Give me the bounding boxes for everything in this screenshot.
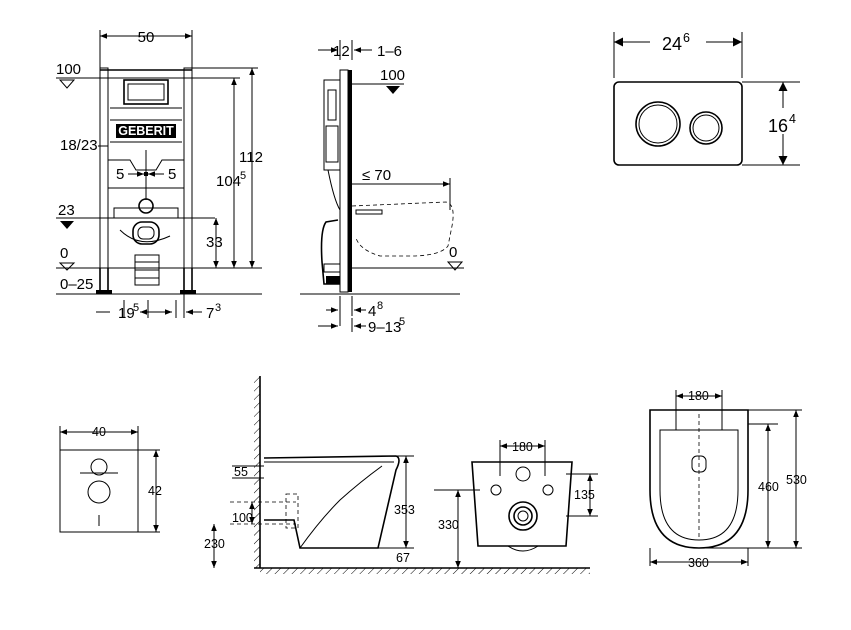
geberit-badge xyxy=(116,124,176,138)
toilet-pan-outline xyxy=(351,201,454,257)
flush-button-large xyxy=(635,101,681,147)
pad xyxy=(59,449,139,533)
flush-plate-view: 24 6 16 4 xyxy=(613,31,804,166)
range-0-25-label: 0–25 xyxy=(60,276,93,293)
plate-height-label: 16 xyxy=(768,116,788,136)
frame-left-post xyxy=(99,67,109,269)
dim-19-sup: 5 xyxy=(133,302,139,314)
dim-4-label: 4 xyxy=(368,303,376,320)
top-dim-530-label: 530 xyxy=(786,473,807,487)
toilet-dim-353-label: 353 xyxy=(394,503,415,517)
dim-33-label: 33 xyxy=(206,234,223,251)
toilet-pan-side xyxy=(263,455,400,549)
flush-button-small xyxy=(689,111,723,145)
geberit-logo-text: GEBERIT xyxy=(118,124,174,138)
toilet-pan-front xyxy=(471,461,573,547)
dim-12-label: 12 xyxy=(333,43,350,60)
flush-plate xyxy=(613,81,743,166)
toilet-dim-230-label: 230 xyxy=(204,537,225,551)
level-100-label: 100 xyxy=(56,61,81,78)
pad-width-label: 40 xyxy=(92,425,106,439)
toilet-side-view: 55 100 230 353 67 xyxy=(204,376,590,574)
front-dim-330-label: 330 xyxy=(438,518,459,532)
sound-pad-view: 40 42 xyxy=(59,425,162,533)
toilet-dim-55-label: 55 xyxy=(234,465,248,479)
top-dim-460-label: 460 xyxy=(758,480,779,494)
dim-1-6-label: 1–6 xyxy=(377,43,402,60)
flush-opening xyxy=(123,79,169,105)
dim-7-sup: 3 xyxy=(215,302,221,314)
dim-18-23-label: 18/23 xyxy=(60,137,98,154)
dim-4-sup: 8 xyxy=(377,300,383,312)
side-level-0-label: 0 xyxy=(449,244,457,261)
dim-112-label: 112 xyxy=(239,149,263,166)
drain-outlet xyxy=(132,221,160,245)
dim-9-13-label: 9–13 xyxy=(368,319,401,336)
front-dim-180-label: 180 xyxy=(512,440,533,454)
cistern-side xyxy=(323,79,341,171)
frame-side-column xyxy=(339,69,349,293)
toilet-dim-100-label: 100 xyxy=(232,511,253,525)
front-dim-135-label: 135 xyxy=(574,488,595,502)
toilet-top-view: 180 460 530 360 xyxy=(649,389,807,570)
dim-104-label: 104 xyxy=(216,173,241,190)
width-50-label: 50 xyxy=(138,29,155,46)
plate-width-sup: 6 xyxy=(683,31,690,45)
top-dim-180-label: 180 xyxy=(688,389,709,403)
level-0-label: 0 xyxy=(60,245,68,262)
level-23-label: 23 xyxy=(58,202,75,219)
dim-9-13-sup: 5 xyxy=(399,316,405,328)
dim-5-right-label: 5 xyxy=(168,166,176,183)
plate-width-label: 24 xyxy=(662,34,682,54)
side-level-100-label: 100 xyxy=(380,67,405,84)
pad-height-label: 42 xyxy=(148,484,162,498)
dim-le-70-label: ≤ 70 xyxy=(362,167,391,184)
dim-19-label: 19 xyxy=(118,305,135,322)
frame-right-post xyxy=(183,67,193,269)
toilet-front-view: 180 135 330 xyxy=(434,440,598,569)
frame-side-view: 12 1–6 100 ≤ 70 0 4 8 xyxy=(300,40,464,336)
top-dim-360-label: 360 xyxy=(688,556,709,570)
frame-front-view: 50 GEBERIT 18/23 5 5 xyxy=(56,29,263,322)
dim-5-left-label: 5 xyxy=(116,166,124,183)
drain-circle xyxy=(508,501,538,531)
dim-104-sup: 5 xyxy=(240,170,246,182)
plate-height-sup: 4 xyxy=(789,112,796,126)
toilet-dim-67-label: 67 xyxy=(396,551,410,565)
dim-7-label: 7 xyxy=(206,305,214,322)
